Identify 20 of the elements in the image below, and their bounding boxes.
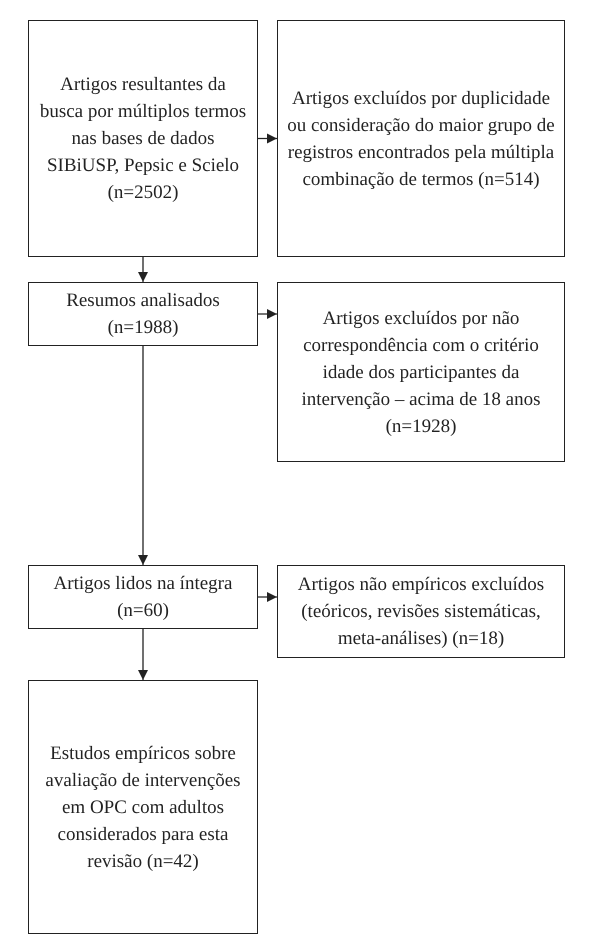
process-box [277,20,565,257]
box-text: Artigos não empíricos excluídos (teóricos, revisões sistemáticas, meta-análises) (n=18) [296,573,546,651]
arrow [138,346,148,565]
box-text: Artigos resultantes da busca por múltiplos termos nas bases de dados SIBiUSP, Pepsic e Scielo (n=2502) [38,73,248,205]
process-box [277,282,565,462]
process-box [28,282,258,346]
box-text: Resumos analisados (n=1988) [65,289,221,340]
arrow [138,629,148,680]
arrow [258,592,277,602]
box-text: Artigos excluídos por duplicidade ou consideração do maior grupo de registros encontrados pela múltipla combinação de termos (n=514) [286,86,556,192]
box-text: Artigos excluídos por não correspondência com o critério idade dos participantes da intervenção – acima de 18 anos (n=1928) [300,306,542,438]
process-box [28,20,258,257]
arrow [258,309,277,319]
process-box [28,565,258,629]
box-text: Estudos empíricos sobre avaliação de intervenções em OPC com adultos considerados para esta revisão (n=42) [44,742,242,874]
process-box [277,565,565,658]
process-box [28,680,258,934]
box-text: Artigos lidos na íntegra (n=60) [52,572,234,623]
arrow [138,257,148,282]
arrow [258,134,277,144]
